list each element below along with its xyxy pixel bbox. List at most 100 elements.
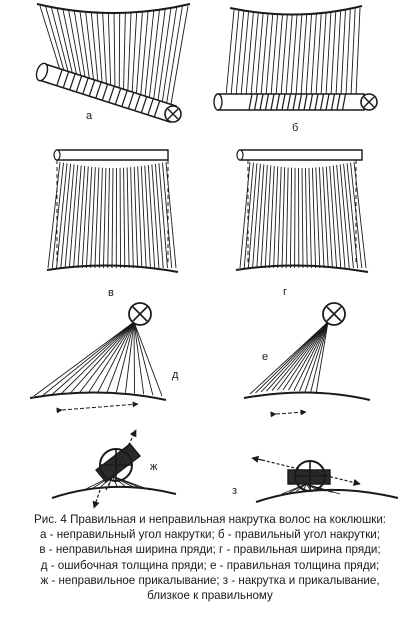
curler-winding bbox=[292, 93, 297, 111]
hair-strand bbox=[85, 10, 95, 83]
hair-strand bbox=[154, 163, 164, 269]
hair-strand bbox=[50, 7, 69, 74]
hair-strand bbox=[140, 165, 147, 269]
panel-v-bottom-edge bbox=[46, 264, 179, 273]
panel-g-bottom-edge bbox=[235, 264, 369, 273]
hair-strand bbox=[33, 321, 135, 397]
curler-winding bbox=[75, 76, 83, 92]
hair-strand bbox=[133, 166, 139, 269]
hair-strand bbox=[107, 11, 112, 89]
hair-strand bbox=[343, 163, 354, 269]
panel-b-hair-strands bbox=[225, 7, 361, 97]
hair-strand bbox=[281, 167, 286, 269]
curler-winding bbox=[127, 92, 135, 109]
hair-strand bbox=[255, 13, 264, 97]
panel-e-scalp-line bbox=[243, 391, 371, 401]
hair-strand bbox=[151, 164, 160, 269]
hair-strand bbox=[106, 321, 135, 393]
hair-strand bbox=[268, 165, 275, 269]
hair-strand bbox=[123, 11, 126, 94]
panel-e-curler-end bbox=[322, 302, 346, 326]
curler-winding bbox=[95, 82, 102, 98]
hair-strand bbox=[158, 163, 168, 269]
curler-winding bbox=[270, 93, 275, 111]
panel-a-hair-strands bbox=[39, 5, 189, 111]
curler-winding bbox=[88, 80, 96, 96]
hair-strand bbox=[270, 14, 279, 97]
hair-strand bbox=[230, 10, 240, 97]
hair-strand bbox=[273, 166, 279, 269]
hair-strand bbox=[305, 167, 308, 269]
hair-strand bbox=[45, 6, 65, 72]
hair-strand bbox=[137, 166, 143, 269]
hair-strand bbox=[162, 162, 173, 269]
panel-v-curler bbox=[53, 149, 169, 262]
hair-strand bbox=[102, 11, 107, 87]
hair-strand bbox=[250, 12, 259, 97]
hair-strand bbox=[256, 164, 265, 269]
panel-d-hair-strands bbox=[33, 321, 163, 397]
caption-line: Рис. 4 Правильная и неправильная накрутк… bbox=[33, 513, 387, 526]
hair-strand bbox=[340, 10, 346, 97]
panel-v-letter: в bbox=[108, 287, 114, 299]
hair-strand bbox=[73, 9, 86, 80]
curler-winding bbox=[147, 99, 154, 115]
hair-strand bbox=[127, 11, 132, 95]
hair-strand bbox=[131, 11, 138, 97]
hair-strand bbox=[61, 321, 135, 394]
panel-e-width-arrow bbox=[270, 409, 307, 418]
curler-winding bbox=[286, 93, 292, 111]
hair-strand bbox=[165, 6, 183, 109]
curler-winding bbox=[325, 93, 330, 111]
panel-z-pinning bbox=[251, 455, 399, 503]
hair-strand bbox=[147, 164, 156, 269]
hair-strand bbox=[350, 162, 363, 269]
hair-strand bbox=[156, 8, 172, 106]
hair-strand bbox=[51, 321, 135, 395]
hair-strand bbox=[353, 161, 367, 269]
hair-strand bbox=[133, 321, 154, 396]
caption-line: близкое к правильному bbox=[147, 589, 273, 603]
hair-strand bbox=[318, 167, 325, 269]
hair-strand bbox=[133, 321, 163, 397]
hair-strand bbox=[289, 483, 307, 493]
hair-strand bbox=[79, 10, 91, 81]
caption-line: д - ошибочная толщина пряди; е - правиль… bbox=[40, 558, 380, 572]
hair-strand bbox=[265, 14, 274, 97]
hair-strand bbox=[47, 161, 61, 269]
hair-strand bbox=[305, 14, 312, 97]
curler-winding bbox=[314, 93, 319, 111]
hair-strand bbox=[135, 10, 143, 98]
curler-winding bbox=[140, 97, 148, 113]
panel-b-letter: б bbox=[292, 122, 298, 134]
hair-strand bbox=[133, 321, 145, 395]
hair-strand bbox=[107, 167, 110, 269]
hair-strand bbox=[144, 9, 155, 101]
curler-winding bbox=[62, 71, 70, 88]
hair-strand bbox=[252, 163, 261, 269]
caption-line: ж - неправильное прикалывание; з - накру… bbox=[40, 573, 380, 587]
hair-strand bbox=[315, 321, 329, 395]
hair-strand bbox=[288, 321, 329, 391]
hair-strand bbox=[77, 165, 86, 269]
hair-strand bbox=[275, 14, 283, 97]
curler-winding bbox=[297, 93, 303, 111]
hair-strand bbox=[315, 13, 322, 97]
hair-strand bbox=[130, 167, 134, 269]
hair-strand bbox=[240, 11, 249, 97]
curler-winding bbox=[259, 93, 264, 111]
hair-strand bbox=[126, 167, 130, 269]
hair-strand bbox=[60, 163, 72, 269]
hair-strand bbox=[113, 11, 116, 91]
hair-strand bbox=[96, 11, 103, 86]
hair-strand bbox=[90, 167, 96, 269]
hair-strand bbox=[243, 162, 254, 269]
hair-strand bbox=[336, 164, 346, 269]
curler-winding bbox=[308, 93, 314, 111]
curler-winding bbox=[248, 93, 253, 111]
hair-strand bbox=[299, 321, 329, 392]
panel-g-letter: г bbox=[283, 286, 287, 298]
hair-strand bbox=[300, 14, 308, 97]
hair-strand bbox=[103, 167, 107, 269]
curler-winding bbox=[264, 93, 270, 111]
